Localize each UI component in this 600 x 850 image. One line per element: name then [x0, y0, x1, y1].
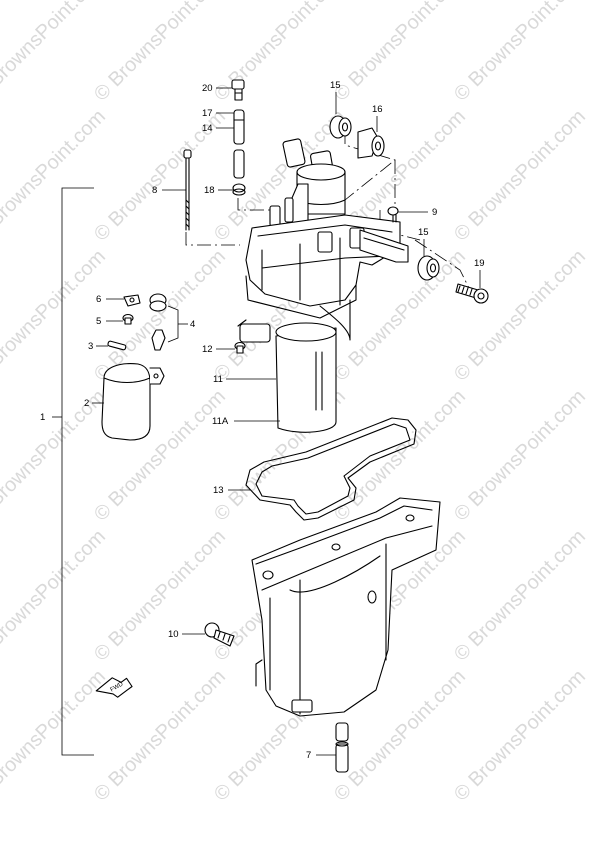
assembly-bracket-1 — [52, 187, 94, 756]
part-10-screw — [204, 622, 235, 647]
callout-label-14: 14 — [202, 123, 213, 134]
callout-label-15: 15 — [330, 80, 341, 91]
callout-6: 6 — [96, 294, 124, 305]
callout-3: 3 — [88, 341, 108, 352]
part-15-grommet-right — [417, 255, 440, 281]
part-8-bolt — [183, 149, 192, 231]
callout-label-6: 6 — [96, 294, 101, 305]
callout-label-7: 7 — [306, 750, 311, 761]
callout-label-11: 11 — [213, 374, 223, 385]
part-12-screw — [234, 341, 246, 354]
part-7-tube — [335, 722, 349, 773]
callout-15-right: 15 — [418, 227, 429, 256]
vapor-separator-top — [245, 138, 409, 341]
callout-label-10: 10 — [168, 629, 179, 640]
callout-14: 14 — [202, 123, 234, 134]
callout-1: 1 — [40, 412, 45, 423]
callout-label-12: 12 — [202, 344, 213, 355]
part-3-pin — [107, 340, 127, 351]
callout-4: 4 — [178, 319, 195, 330]
part-20-cap — [231, 79, 245, 101]
callout-label-11A: 11A — [212, 416, 229, 427]
part-pipe-segment — [233, 149, 245, 179]
part-5-screw — [122, 313, 134, 325]
callout-label-13: 13 — [213, 485, 224, 496]
callout-label-20: 20 — [202, 83, 213, 94]
part-11-fuel-pump — [237, 319, 337, 433]
part-18-clip — [232, 183, 246, 196]
callout-label-19: 19 — [474, 258, 485, 269]
callout-label-16: 16 — [372, 104, 383, 115]
part-9-screw — [387, 206, 399, 223]
callout-label-5: 5 — [96, 316, 101, 327]
part-13-gasket — [245, 417, 417, 521]
callout-5: 5 — [96, 316, 123, 327]
callout-17: 17 — [202, 108, 234, 119]
callout-2: 2 — [84, 398, 104, 409]
part-4-valve — [149, 293, 179, 351]
callout-label-9: 9 — [432, 207, 437, 218]
part-14-tube — [233, 109, 245, 145]
callout-18: 18 — [204, 185, 233, 196]
fwd-arrow-label: FWD — [110, 681, 125, 693]
callout-label-3: 3 — [88, 341, 93, 352]
callout-10: 10 — [168, 629, 205, 640]
callout-7: 7 — [306, 750, 336, 761]
callout-label-2: 2 — [84, 398, 89, 409]
callout-label-1: 1 — [40, 412, 45, 423]
part-6-clamp — [123, 294, 141, 307]
callout-12: 12 — [202, 344, 235, 355]
callout-20: 20 — [202, 83, 232, 94]
fwd-direction-arrow: FWD — [95, 677, 133, 698]
callouts: 20 15 16 17 14 8 18 9 — [40, 80, 485, 761]
callout-11: 11 — [213, 374, 276, 385]
callout-19: 19 — [474, 258, 485, 288]
float-chamber — [251, 497, 441, 717]
callout-16: 16 — [372, 104, 383, 132]
callout-label-8: 8 — [152, 185, 157, 196]
part-2-cover — [101, 363, 165, 441]
callout-15-top: 15 — [330, 80, 341, 114]
callout-label-15: 15 — [418, 227, 429, 238]
callout-11A: 11A — [212, 416, 280, 427]
callout-label-18: 18 — [204, 185, 215, 196]
callout-9: 9 — [398, 207, 437, 218]
part-16-rubber-mount — [357, 127, 385, 159]
part-15-grommet-top — [329, 115, 352, 139]
part-19-bolt — [455, 283, 489, 304]
callout-label-17: 17 — [202, 108, 213, 119]
callout-13: 13 — [213, 485, 250, 496]
callout-label-4: 4 — [190, 319, 195, 330]
callout-8: 8 — [152, 185, 186, 196]
